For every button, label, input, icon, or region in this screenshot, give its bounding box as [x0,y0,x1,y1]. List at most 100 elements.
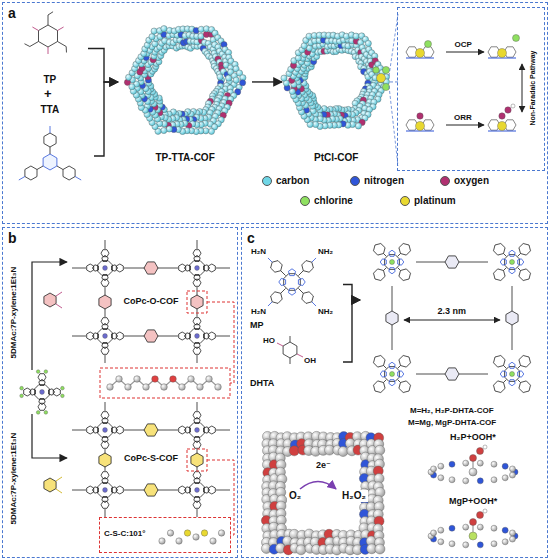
porphyrin-cof [494,269,506,281]
ball-stick-model [449,541,455,547]
cof-lattice [208,332,215,340]
porphyrin-cof [504,366,507,369]
porphyrin-sketch [268,302,272,306]
bond-model [143,384,150,391]
cof-lattice [193,279,201,286]
porphyrin-cof [389,268,395,274]
cof-lattice [197,240,198,249]
porphyrin-cof [504,268,507,271]
cof-lattice [98,423,113,438]
cobalt-phthalocyanine [53,388,60,396]
cof-lattice [144,330,158,342]
porphyrin-cof [384,380,387,383]
cof-lattice [216,430,230,431]
linker-molecule [56,292,62,296]
cof-lattice [195,428,200,433]
legend-item: nitrogen [350,175,404,186]
bond-model [125,384,132,391]
porphyrin-cof [416,374,445,375]
cof-lattice [197,509,198,517]
bond-model [176,538,182,544]
cof-lattice [216,268,230,269]
molecule-sketch [50,126,51,133]
cof-lattice [179,426,186,434]
node-label: O₂ [287,490,303,502]
linker-molecule [56,489,62,493]
porphyrin-cof [518,268,521,271]
cof-ring-model [217,74,223,80]
ball-stick-model [463,460,469,466]
zoom-inset: OCPORRNon-Faradaic Pathway [398,8,544,170]
space-filling-model [338,447,348,457]
cof-lattice [101,412,109,419]
molecule-sketch [39,25,58,47]
atom-label: NH₂ [318,307,333,316]
porphyrin-cof [390,372,395,377]
cof-lattice [98,329,113,344]
ball-stick-model [438,463,444,469]
porphyrin-cof [518,259,524,265]
cof-ring-model [233,77,239,83]
molecule-sketch [19,12,81,180]
porphyrin-cof [398,380,401,383]
porphyrin-cof [494,381,506,393]
cof-ring-model [161,26,167,32]
porphyrin-cof [374,244,531,393]
ptcl-site [377,74,386,83]
ball-stick-model [502,463,508,469]
legend-item: carbon [262,175,309,186]
ball-stick-model [438,475,444,481]
porphyrin-cof [384,268,387,271]
porphyrin-cof [512,325,513,350]
ptcl-site [382,83,389,90]
reaction-condition: 5DMAc:7P-xylene:1Et₃N [9,432,18,524]
linker-molecule [44,292,62,493]
porphyrin-cof [519,244,531,256]
bond-model [152,376,159,383]
legend-text: carbon [276,175,309,186]
reaction-arrow [88,49,118,83]
porphyrin-cof [385,255,400,270]
cof-lattice [101,250,109,257]
panel-letter: b [8,230,17,246]
node-label: PtCl-COF [314,152,358,164]
porphyrin-cof [374,269,386,281]
ball-stick-model [449,461,455,467]
ball-stick-model [469,532,477,540]
adsorption-model: MgP+OOH* [402,496,544,554]
cof-lattice: CoPc-O-COF [70,234,232,364]
cof-lattice: 2.3 nmM=H₂, H₂P-DHTA-COFM=Mg, MgP-DHTA-C… [360,234,544,430]
ball-stick-model [491,541,497,547]
cof-model: PtCl-COF [282,14,390,165]
porphyrin-cof [392,286,393,311]
inset-model [499,113,505,119]
ball-stick-model [509,536,515,542]
porphyrin-sketch [288,288,295,295]
legend-item: oxygen [440,175,489,186]
panel-letter: c [247,230,255,246]
legend-swatch [400,196,410,206]
highlight-dashed [187,291,207,313]
node-label: C-S-C:101° [104,529,145,538]
porphyrin-sketch [277,343,283,346]
bond-inset: C-S-C:101° [100,518,230,552]
porphyrin-cof [494,356,506,368]
cof-ring-model [355,123,361,129]
cobalt-phthalocyanine [44,370,48,374]
molecule-sketch [57,166,63,170]
ball-stick-model [477,524,483,530]
molecule-sketch [48,12,53,15]
porphyrin-cof [518,254,521,257]
bond-model [134,376,141,383]
atom-label: H₂N [251,307,266,316]
legend-text: nitrogen [364,175,404,186]
porphyrin-sketch [290,336,291,342]
porphyrin-sketch [297,354,303,357]
figure-panel: TPTTATP-TTA-COFPtCl-COFOCPORRNon-Faradai… [3,3,547,223]
porphyrin-cof [445,256,459,268]
cof-lattice [101,501,109,508]
molecule-sketch [50,147,51,154]
inset-model [425,41,432,48]
cof-lattice [87,486,94,494]
